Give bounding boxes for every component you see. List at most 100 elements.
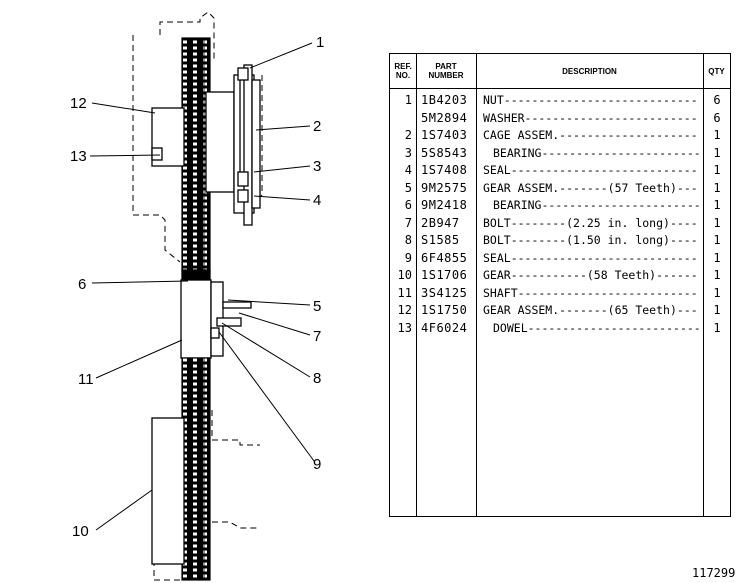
callout-2: 2 — [313, 118, 321, 135]
description: SEAL-------------------------------- — [483, 250, 699, 268]
description-name: BOLT — [483, 233, 511, 247]
part-number: 9M2418 — [421, 198, 468, 212]
part-number: 1S7403 — [421, 128, 468, 142]
description: DOWEL------------------------------- — [483, 320, 699, 338]
quantity: 1 — [713, 233, 721, 247]
callout-4: 4 — [313, 192, 321, 209]
description: BOLT--------(1.50 in. long)--------- — [483, 232, 699, 250]
ref-number: 3 — [404, 145, 412, 160]
table-row: 134F6024DOWEL---------------------------… — [390, 320, 730, 338]
description: CAGE ASSEM.------------------------- — [483, 127, 699, 145]
leader-dashes: ------------------------- — [559, 128, 699, 142]
part-number: 4F6024 — [421, 320, 468, 335]
quantity: 1 — [713, 163, 721, 177]
leader-dashes: ------------------------------- — [517, 285, 699, 300]
ref-number: 1 — [404, 93, 412, 107]
callout-3: 3 — [313, 158, 321, 175]
ref-number — [390, 110, 414, 128]
ref-number: 8 — [404, 233, 412, 247]
middle-collar — [180, 269, 252, 359]
leader-dashes: --------- — [669, 215, 699, 230]
leader-dashes: --------------------------------- — [503, 93, 699, 107]
quantity: 6 — [713, 110, 721, 125]
description-name: BEARING — [493, 145, 542, 160]
leader-dashes: -------- — [510, 215, 567, 230]
table-row: 5M2894WASHER----------------------------… — [390, 110, 730, 128]
header-part-line1: PART — [435, 62, 457, 71]
ref-number: 2 — [404, 128, 412, 142]
description-name: SEAL — [483, 163, 511, 177]
part-number: 1S1706 — [421, 268, 468, 282]
quantity: 6 — [713, 93, 721, 107]
leader-dashes: ----------- — [510, 268, 587, 282]
ref-number: 10 — [397, 268, 412, 282]
exploded-view-diagram: 1 2 3 4 5 6 7 8 9 10 11 12 13 — [70, 11, 324, 581]
table-row: 41S7408SEAL-----------------------------… — [390, 162, 730, 180]
leader-dashes: ------------------------------ — [524, 110, 699, 125]
callout-9: 9 — [313, 456, 321, 473]
callout-13: 13 — [70, 148, 87, 165]
leader-dashes: ------------------------------- — [527, 320, 699, 335]
header-part-number: PART NUMBER — [416, 54, 476, 88]
description: BEARING----------------------------- — [483, 145, 699, 163]
description-name: SHAFT — [483, 285, 518, 300]
callout-12: 12 — [70, 95, 87, 112]
description: GEAR ASSEM.-------(57 Teeth)-------- — [483, 180, 699, 198]
ref-number: 4 — [404, 163, 412, 177]
leader-dashes: ------- — [559, 303, 608, 317]
description-name: BOLT — [483, 215, 511, 230]
ref-number: 11 — [397, 285, 412, 300]
description-note: (65 Teeth) — [607, 303, 677, 317]
leader-dashes: -------------------------------- — [510, 163, 699, 177]
description-note: (2.25 in. long) — [566, 215, 670, 230]
table-row: 3 5S8543 BEARING--------------------------… — [390, 145, 730, 163]
header-qty: QTY — [708, 66, 725, 76]
leader-dashes: -------- — [676, 180, 699, 195]
leader-lines — [89, 42, 315, 531]
part-number: 2B947 — [421, 215, 460, 230]
leader-dashes: ----------------------------- — [541, 198, 699, 212]
table-row: 113S4125SHAFT---------------------------… — [390, 285, 730, 303]
callout-6: 6 — [78, 276, 86, 293]
quantity: 1 — [713, 320, 721, 335]
description-name: WASHER — [483, 110, 525, 125]
header-ref-line2: NO. — [395, 71, 411, 80]
header-part-line2: NUMBER — [428, 71, 464, 80]
header-ref-line1: REF. — [394, 62, 412, 71]
header-description: DESCRIPTION — [562, 66, 617, 76]
part-number: 5S8543 — [421, 145, 468, 160]
description-name: DOWEL — [493, 320, 528, 335]
description-name: BEARING — [493, 198, 542, 212]
description-note: (57 Teeth) — [607, 180, 677, 195]
description: NUT--------------------------------- — [483, 92, 699, 110]
table-row: 2 1S7403 CAGE ASSEM.----------------------… — [390, 127, 730, 145]
quantity: 1 — [713, 145, 721, 160]
part-number: 1B4203 — [421, 93, 468, 107]
description: GEAR ASSEM.-------(65 Teeth)-------- — [483, 302, 699, 320]
callout-7: 7 — [313, 328, 321, 345]
drawing-number: 117299 — [692, 566, 736, 580]
quantity: 1 — [713, 285, 721, 300]
quantity: 1 — [713, 268, 721, 282]
part-number: S1585 — [421, 233, 460, 247]
leader-dashes: -------- — [510, 233, 567, 247]
description-note: (58 Teeth) — [586, 268, 657, 282]
description-name: NUT — [483, 93, 504, 107]
part-number: 6F4855 — [421, 250, 468, 265]
column-divider — [416, 54, 417, 516]
quantity: 1 — [713, 303, 721, 317]
quantity: 1 — [713, 215, 721, 230]
table-row: 8 S1585 BOLT--------(1.50 in. long)-------… — [390, 232, 730, 250]
table-row: 69M2418BEARING--------------------------… — [390, 197, 730, 215]
ref-number: 9 — [404, 250, 412, 265]
table-row: 9 6F4855 SEAL-----------------------------… — [390, 250, 730, 268]
description: SHAFT------------------------------- — [483, 285, 699, 303]
column-divider — [703, 54, 704, 516]
part-number: 1S1750 — [421, 303, 468, 317]
quantity: 1 — [713, 198, 721, 212]
header-ref-no: REF. NO. — [390, 54, 416, 88]
